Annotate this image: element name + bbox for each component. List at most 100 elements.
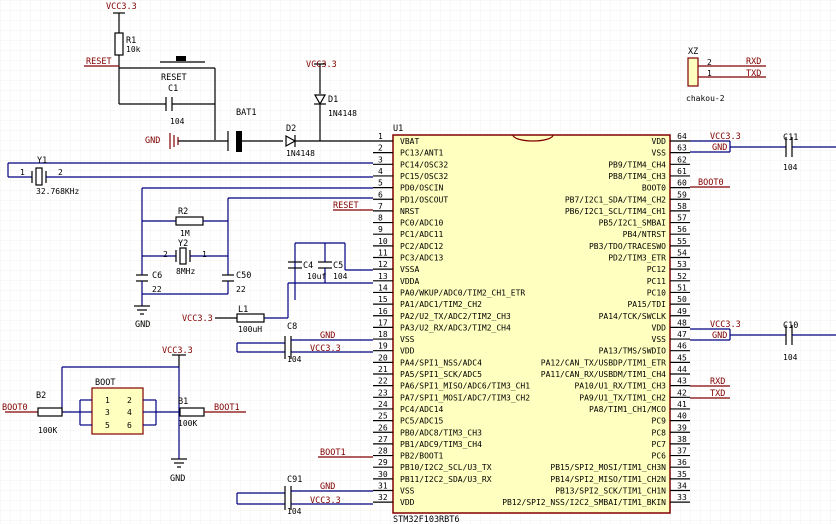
gnd-label-bat: GND [145,136,160,146]
c6-value: 22 [152,285,162,294]
mcu-notch [512,134,554,142]
mcu-pin-name: PC14/OSC32 [400,160,448,169]
mcu-pin-number: 17 [378,318,388,327]
mcu-pin-name: VSS [652,149,667,158]
mcu-pin-number: 49 [677,307,687,316]
boot-pin-4: 4 [127,408,132,417]
y2-pin2: 2 [163,250,168,259]
c1-value: 104 [170,117,185,126]
mcu-pin-number: 36 [677,458,687,467]
boot-switch-body [91,387,144,435]
c8-decoupling: C8 104 GND VCC3.3 [236,322,373,364]
y1-crystal [35,167,43,186]
boot-pin-1: 1 [105,396,110,405]
mcu-pin-number: 63 [677,144,687,153]
mcu-pin-name: PA13/TMS/SWDIO [599,347,667,356]
mcu-pin-number: 46 [677,342,687,351]
mcu-pin-name: VBAT [400,137,419,146]
c4-ref: C4 [303,261,313,271]
gnd-label-c10: GND [712,331,727,341]
mcu-pin-name: PC12 [647,265,666,274]
mcu-pin-name: PB4/NTRST [623,230,667,239]
d2-ref: D2 [286,124,296,134]
mcu-pin-number: 52 [677,272,687,281]
mcu-pin-name: VSS [652,335,667,344]
txd-net-label-mcu: TXD [710,389,725,399]
mcu-pin-name: PC3/ADC13 [400,254,444,263]
mcu-pin-number: 10 [378,237,388,246]
mcu-pin-name: BOOT0 [642,184,666,193]
mcu-pin-name: VDD [652,323,667,332]
mcu-pin-number: 11 [378,249,388,258]
mcu-pin-number: 35 [677,470,687,479]
c5-value: 104 [333,272,348,281]
reset-button-cap [176,56,186,61]
mcu-pin-name: PA4/SPI1_NSS/ADC4 [400,358,482,367]
c11-ref: C11 [783,133,798,143]
c8-value: 104 [287,355,302,364]
mcu-pin-number: 42 [677,388,687,397]
gnd-label-hse: GND [135,320,150,330]
mcu-pin-name: PB6/I2C1_SCL/TIM4_CH1 [565,207,666,216]
mcu-pin-number: 64 [677,132,687,141]
mcu-part: STM32F103RBT6 [393,515,460,524]
c91-decoupling: BOOT1 C91 104 GND VCC3.3 [236,448,373,516]
vcc-label-r1: VCC3.3 [106,2,137,12]
mcu-pin-name: PD1/OSCOUT [400,195,448,204]
mcu-pin-number: 39 [677,423,687,432]
mcu-pin-name: PC5/ADC15 [400,417,444,426]
vdda-filter: C4 10uf C5 104 L1 100uH VCC3.3 [182,242,373,334]
mcu-pin-name: PC11 [647,277,666,286]
vcc-label-c8: VCC3.3 [310,344,341,354]
mcu-pin-name: PC0/ADC10 [400,219,444,228]
mcu-pin-number: 22 [378,377,388,386]
mcu-pin-name: PC13/ANT1 [400,149,444,158]
mcu-pin-name: NRST [400,207,419,216]
mcu-pin-number: 3 [378,155,383,164]
mcu-pin-number: 38 [677,435,687,444]
mcu-pin-name: PC15/OSC32 [400,172,448,181]
mcu-pin-name: PA12/CAN_TX/USBDP/TIM1_ETR [541,358,666,367]
mcu-pin-name: PB9/TIM4_CH4 [608,160,666,169]
mcu-left-pins: 1VBAT2PC13/ANT13PC14/OSC324PC15/OSC325PD… [373,132,530,507]
mcu-pin-name: VSSA [400,265,419,274]
mcu-pin-number: 32 [378,493,388,502]
y1-ref: Y1 [37,156,47,166]
mcu-pin-number: 62 [677,155,687,164]
mcu-pin-number: 51 [677,283,687,292]
mcu-pin-name: PD2/TIM3_ETR [608,254,666,263]
bat1-ref: BAT1 [236,108,256,118]
mcu-pin-name: PA15/TDI [627,300,666,309]
boot-pin-6: 6 [127,421,132,430]
mcu-pin-number: 24 [378,400,388,409]
mcu-pin-name: PB1/ADC9/TIM3_CH4 [400,440,482,449]
mcu-pin-name: PA14/TCK/SWCLK [599,312,667,321]
mcu-pin-number: 53 [677,260,687,269]
right-side-nets: VCC3.3 GND C11 104 BOOT0 VCC3.3 GND C10 … [690,132,836,399]
r2-value: 1M [180,229,190,238]
mcu-pin-name: PB11/I2C2_SDA/U3_RX [400,475,492,484]
mcu-pin-name: VDD [400,347,415,356]
mcu-pin-number: 27 [378,435,388,444]
vcc-label-c91: VCC3.3 [310,496,341,506]
boot-pin-5: 5 [105,421,110,430]
mcu-pin-name: PA5/SPI1_SCK/ADC5 [400,370,482,379]
c11-value: 104 [783,163,798,172]
b2-resistor [37,407,63,417]
mcu-pin-name: PC8 [652,428,667,437]
vcc-label-c10: VCC3.3 [710,320,741,330]
bat1-plate [236,131,242,152]
mcu-pin-name: PA10/U1_RX/TIM1_CH3 [574,382,666,391]
vcc-label-d1: VCC3.3 [306,60,337,70]
mcu-pin-number: 57 [677,214,687,223]
d1-ref: D1 [328,95,338,105]
mcu-pin-number: 16 [378,307,388,316]
b1-resistor [179,407,205,417]
mcu-pin-name: PB2/BOOT1 [400,452,444,461]
mcu-pin-number: 19 [378,342,388,351]
c5-ref: C5 [333,261,343,271]
mcu-pin-name: PA11/CAN_RX/USBDM/TIM1_CH4 [541,370,666,379]
mcu-pin-name: PA2/U2_TX/ADC2/TIM2_CH3 [400,312,511,321]
l1-ref: L1 [238,305,248,315]
mcu-pin-name: PA1/ADC1/TIM2_CH2 [400,300,482,309]
